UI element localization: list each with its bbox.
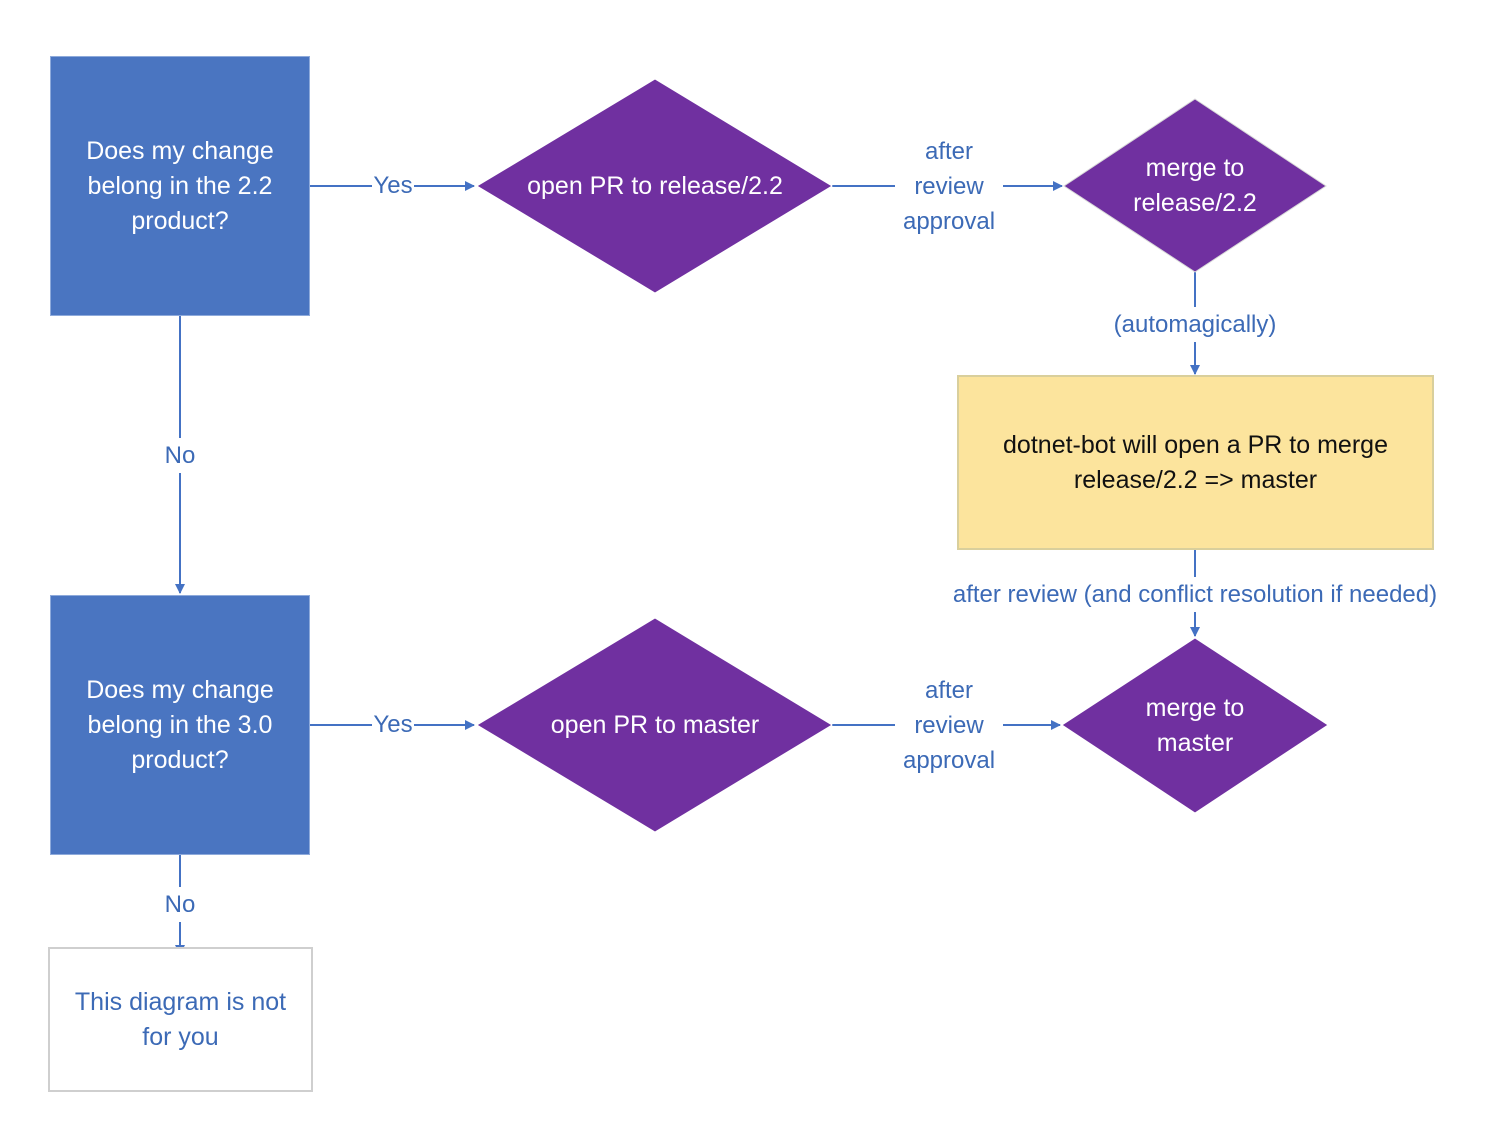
question-2-2-box: Does my change belong in the 2.2 product… <box>50 56 310 316</box>
after-review-label-2-2: after review approval <box>895 134 1003 239</box>
question-3-0-box: Does my change belong in the 3.0 product… <box>50 595 310 855</box>
merge-22-text: merge to release/2.2 <box>1133 154 1257 217</box>
yes-label-2-2: Yes <box>372 168 414 203</box>
open-pr-master-text: open PR to master <box>550 710 760 739</box>
not-for-you-text: This diagram is not for you <box>74 987 287 1051</box>
dotnet-bot-text: dotnet-bot will open a PR to merge relea… <box>1003 430 1388 494</box>
merge-master-text: merge to master <box>1145 694 1245 757</box>
question-3-0-text: Does my change belong in the 3.0 product… <box>86 675 274 774</box>
question-2-2-text: Does my change belong in the 2.2 product… <box>86 136 274 235</box>
open-pr-master-diamond <box>476 617 833 833</box>
no-label-3-0: No <box>158 887 202 922</box>
automagically-label: (automagically) <box>1100 307 1290 342</box>
merge-master-diamond <box>1061 637 1329 814</box>
merge-22-diamond <box>1063 98 1327 273</box>
after-review-label-master: after review approval <box>895 673 1003 778</box>
after-review-conflict-label: after review (and conflict resolution if… <box>915 577 1475 612</box>
dotnet-bot-box: dotnet-bot will open a PR to merge relea… <box>957 375 1434 550</box>
open-pr-22-text: open PR to release/2.2 <box>527 171 783 200</box>
not-for-you-box: This diagram is not for you <box>48 947 313 1092</box>
no-label-2-2: No <box>158 438 202 473</box>
yes-label-3-0: Yes <box>372 707 414 742</box>
open-pr-22-diamond <box>476 78 833 294</box>
